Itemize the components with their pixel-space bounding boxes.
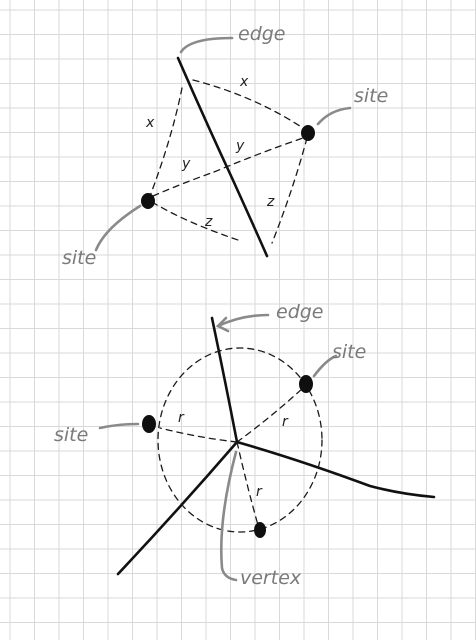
distance-label-z-right: z	[266, 194, 275, 210]
site-left-leader	[98, 422, 140, 430]
distance-label-x-left: x	[145, 115, 155, 131]
site-label-bottom-right: site	[332, 341, 366, 363]
distance-label-z-left: z	[204, 214, 213, 230]
site-label-top-right: site	[354, 85, 388, 107]
site-point-left	[142, 415, 156, 433]
diagram-top-edge-bisector: x x y y z z edge site site	[62, 23, 388, 269]
distance-z-left-line	[151, 201, 239, 241]
site-right-leader	[316, 106, 352, 126]
distance-z-right-line	[271, 137, 308, 244]
site-point-bottom	[254, 522, 266, 538]
site-label-bottom-left: site	[54, 424, 88, 446]
radius-label-bottom: r	[256, 484, 263, 500]
distance-label-x-right: x	[239, 74, 249, 90]
diagram-bottom-vertex: r r r edge site site vertex	[54, 301, 436, 589]
voronoi-edge-right	[235, 440, 436, 499]
empty-circle	[157, 347, 323, 533]
distance-label-y-right: y	[235, 138, 245, 154]
vertex-label-leader	[219, 450, 238, 582]
edge-label-leader	[216, 313, 270, 328]
edge-arrowhead	[215, 316, 230, 333]
distance-y-left-line	[152, 171, 215, 197]
distance-y-right-line	[213, 137, 304, 173]
voronoi-edge-line	[176, 56, 269, 258]
edge-label-bottom: edge	[276, 301, 324, 323]
site-left-leader	[94, 204, 142, 252]
site-point-right	[301, 125, 315, 141]
site-point-right	[299, 375, 313, 393]
radius-label-left: r	[178, 410, 185, 426]
vertex-label: vertex	[240, 567, 302, 589]
edge-label-top: edge	[238, 23, 286, 45]
radius-label-right: r	[282, 414, 289, 430]
radius-line-left	[159, 427, 238, 443]
distance-x-right-line	[192, 79, 307, 131]
distance-label-y-left: y	[181, 156, 191, 172]
site-point-left	[141, 193, 155, 209]
site-right-leader	[312, 354, 338, 378]
voronoi-edge-top	[210, 316, 239, 444]
edge-label-leader	[179, 36, 234, 54]
radius-line-bottom	[236, 441, 259, 526]
radius-line-right	[236, 387, 304, 443]
site-label-top-left: site	[62, 247, 96, 269]
distance-x-left-line	[149, 87, 183, 197]
voronoi-edge-bottom-left	[116, 440, 239, 576]
